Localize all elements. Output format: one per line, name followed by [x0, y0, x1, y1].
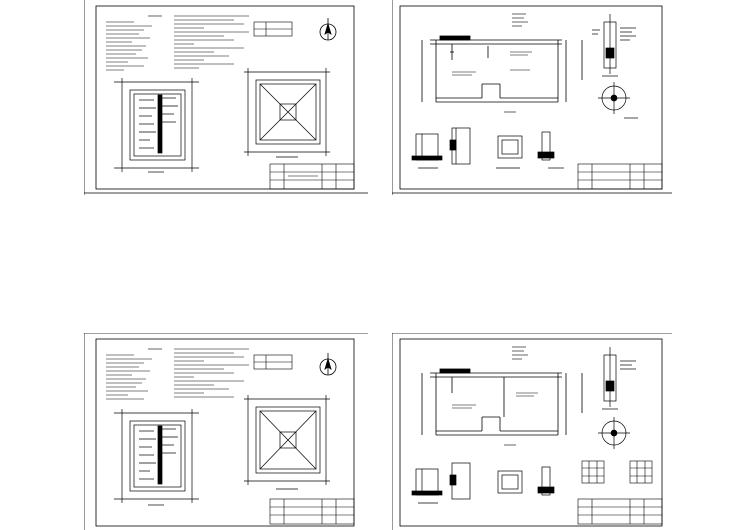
- drawing-sheet-bottom-right: [392, 333, 672, 530]
- title-block: [269, 163, 355, 190]
- detail-3: [496, 135, 523, 169]
- detail-3: [497, 470, 523, 494]
- main-section: [421, 35, 583, 103]
- title-block: [577, 498, 663, 525]
- equipment-plan: [114, 78, 199, 173]
- design-notes-block: [106, 348, 249, 400]
- pipe-detail: [602, 347, 636, 410]
- detail-1: [411, 133, 443, 169]
- pipe-detail: [592, 14, 636, 77]
- manhole-cover-icon: [598, 82, 638, 119]
- sheet-drawing: [392, 333, 672, 530]
- detail-2: [449, 127, 471, 165]
- legend-table: [253, 21, 293, 37]
- detail-1: [411, 468, 443, 504]
- roof-plan: [244, 68, 330, 158]
- detail-4: [537, 131, 564, 169]
- design-notes-block: [106, 15, 249, 71]
- main-section: [421, 368, 583, 436]
- sheet-drawing: [84, 0, 368, 195]
- legend-table: [253, 354, 293, 370]
- roof-plan: [244, 395, 330, 490]
- drawing-sheet-bottom-left: [84, 333, 368, 530]
- section-annotations: [452, 13, 532, 113]
- drawing-sheet-top-right: [392, 0, 672, 195]
- sheet-drawing: [84, 333, 368, 530]
- north-arrow-icon: [319, 18, 337, 41]
- title-block: [577, 163, 663, 190]
- detail-4: [537, 466, 555, 496]
- manhole-cover-icon: [598, 417, 630, 449]
- section-annotations: [452, 346, 538, 446]
- north-arrow-icon: [319, 353, 337, 376]
- detail-2: [449, 462, 471, 500]
- title-block: [269, 498, 355, 525]
- sheet-drawing: [392, 0, 672, 195]
- rebar-grid-detail: [581, 460, 653, 484]
- drawing-sheet-top-left: [84, 0, 368, 195]
- equipment-plan: [114, 409, 199, 506]
